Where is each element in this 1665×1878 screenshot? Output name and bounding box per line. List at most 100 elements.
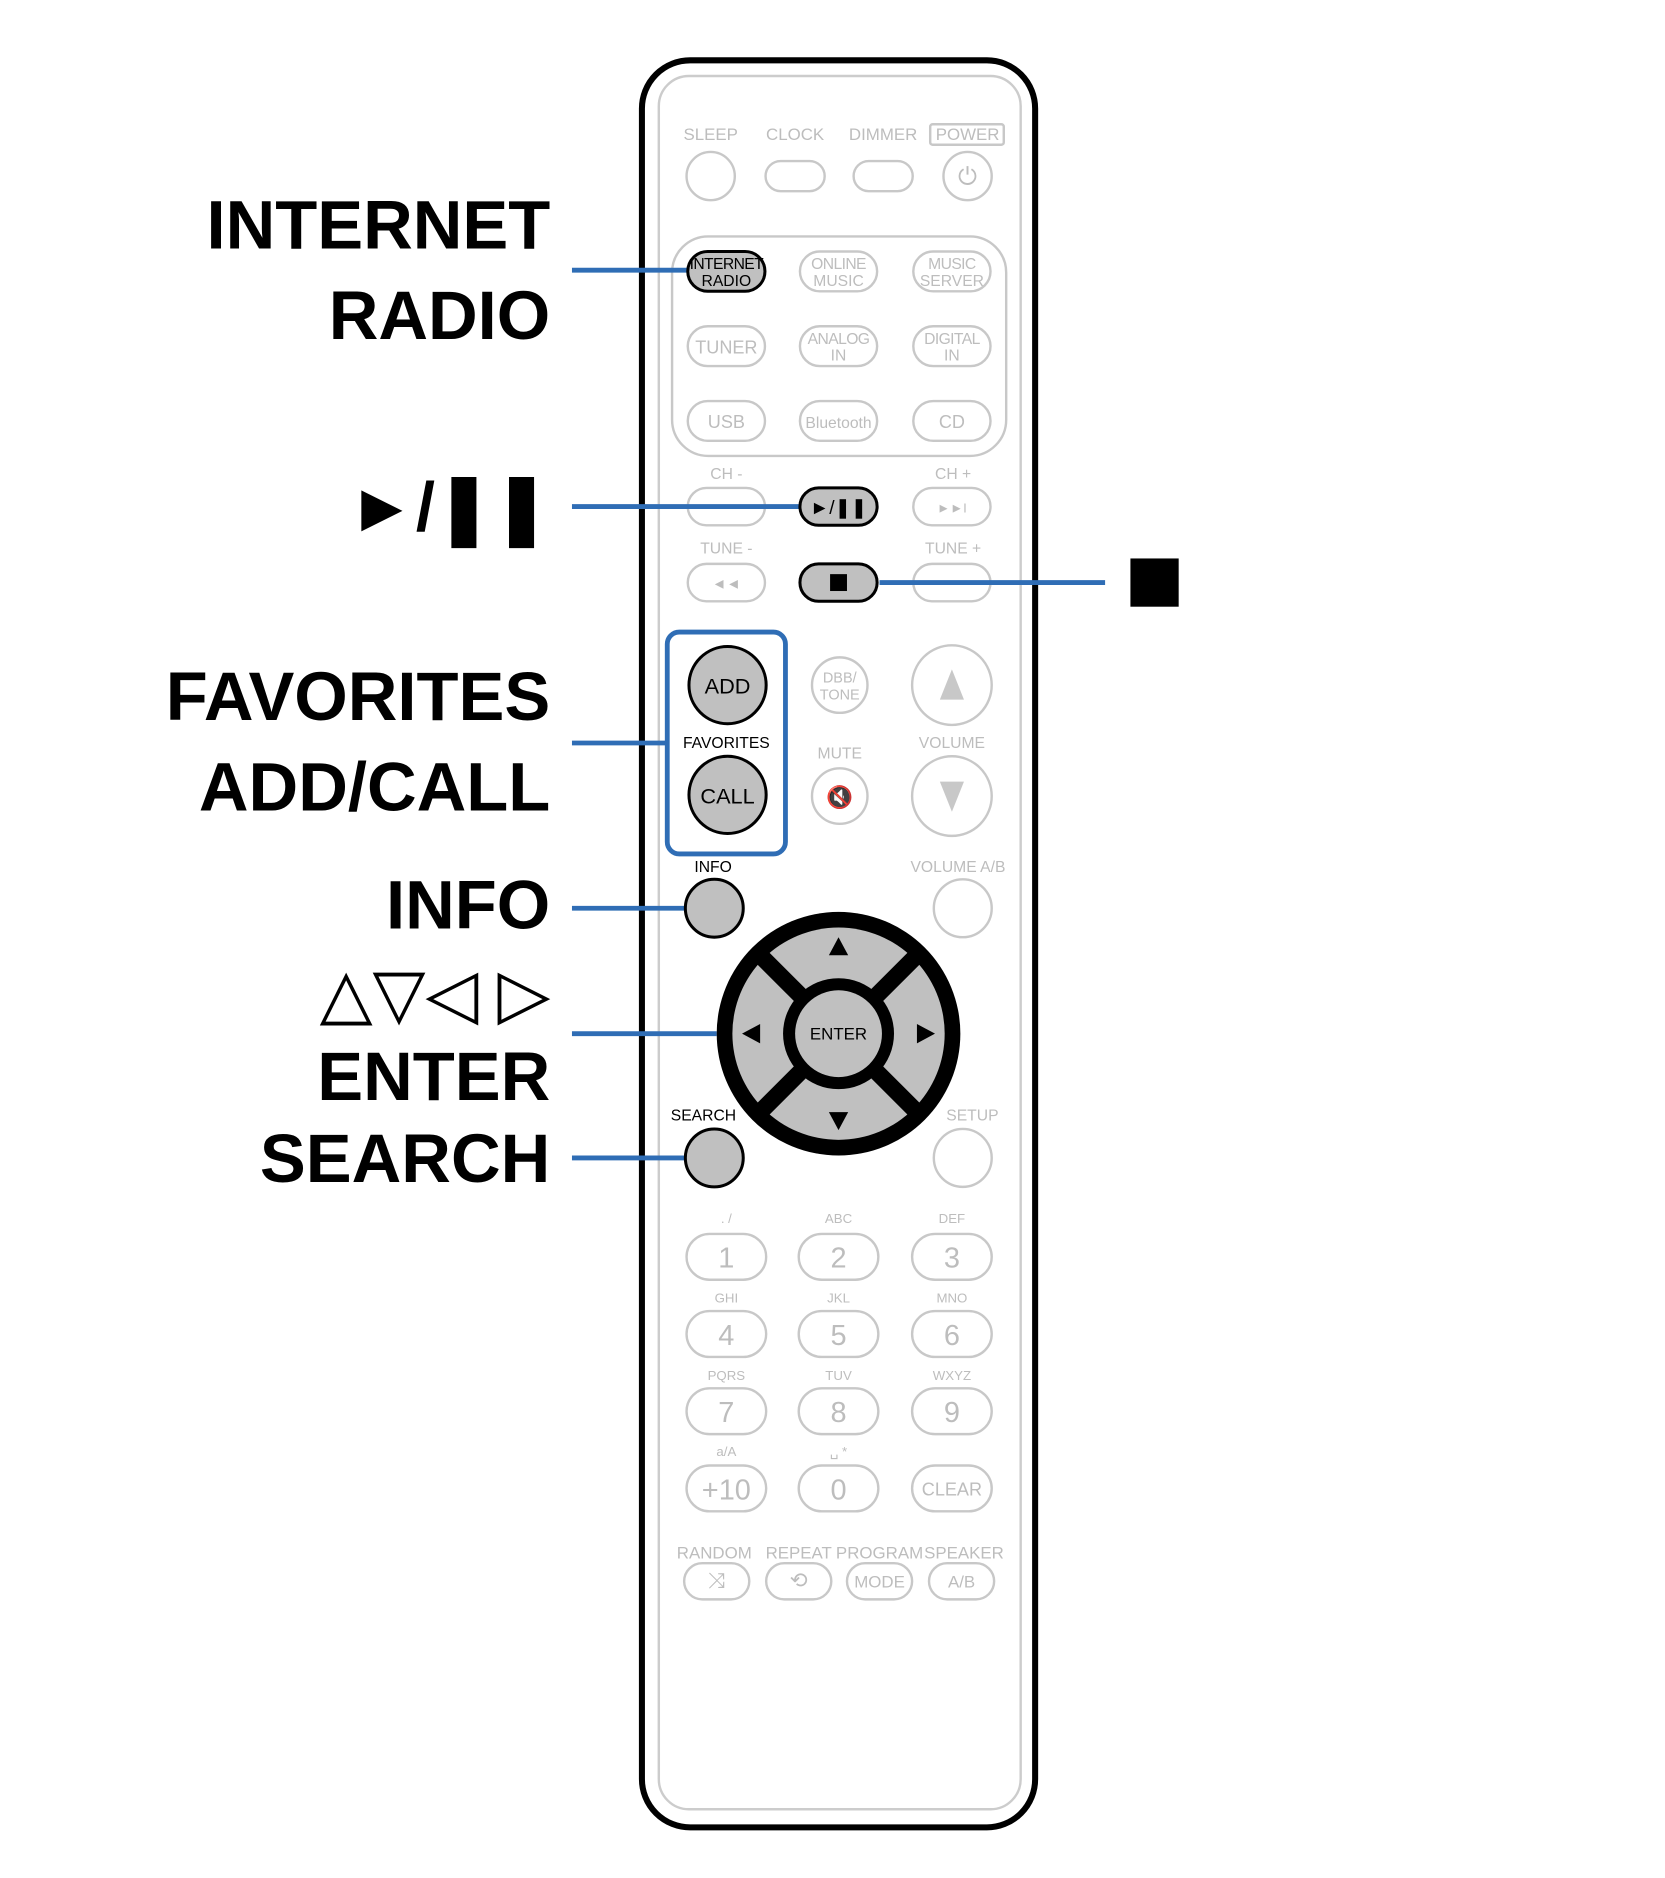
right-arrow-icon bbox=[916, 1024, 936, 1044]
numpad-sublabel: DEF bbox=[939, 1211, 966, 1226]
callout-stop-icon bbox=[1130, 558, 1179, 607]
ch-plus-label: CH + bbox=[935, 466, 971, 483]
source-button[interactable] bbox=[798, 325, 879, 368]
callout-internet: INTERNET bbox=[207, 186, 551, 263]
play-pause-button[interactable] bbox=[798, 486, 879, 527]
mute-button[interactable] bbox=[810, 767, 869, 826]
numpad-key-label: 9 bbox=[944, 1397, 960, 1429]
numpad-key-3[interactable] bbox=[910, 1232, 993, 1281]
callout-radio: RADIO bbox=[329, 277, 551, 354]
add-label: ADD bbox=[705, 674, 751, 699]
enter-button[interactable] bbox=[795, 990, 882, 1078]
bottom-button-1[interactable] bbox=[764, 1561, 833, 1601]
numpad-key-8[interactable] bbox=[797, 1387, 880, 1436]
volume-up-button[interactable] bbox=[910, 644, 993, 727]
volume-ab-button[interactable] bbox=[932, 878, 993, 939]
info-button[interactable] bbox=[683, 877, 745, 939]
ch-minus-label: CH - bbox=[710, 466, 742, 483]
source-button[interactable] bbox=[912, 399, 992, 443]
source-label: IN bbox=[831, 348, 847, 365]
numpad-key-label: 4 bbox=[718, 1320, 734, 1352]
bottom-key-label: ⟲ bbox=[790, 1567, 808, 1592]
skip-next-icon: ►►I bbox=[937, 501, 967, 516]
bottom-label: RANDOM bbox=[677, 1543, 752, 1562]
dimmer-button[interactable] bbox=[852, 159, 914, 193]
numpad-key-label: 1 bbox=[718, 1243, 734, 1275]
source-label: USB bbox=[708, 412, 745, 432]
favorites-add-button[interactable] bbox=[687, 644, 768, 726]
numpad-key-label: 2 bbox=[830, 1243, 846, 1275]
source-button[interactable] bbox=[912, 250, 992, 293]
numpad-key-6[interactable] bbox=[910, 1309, 993, 1359]
power-icon: ⏻ bbox=[958, 164, 977, 191]
setup-button[interactable] bbox=[932, 1127, 993, 1189]
call-label: CALL bbox=[700, 783, 754, 808]
setup-label: SETUP bbox=[946, 1108, 998, 1125]
remote-face bbox=[657, 74, 1022, 1811]
source-button[interactable] bbox=[798, 250, 879, 293]
numpad-key-2[interactable] bbox=[797, 1232, 880, 1281]
clock-button[interactable] bbox=[764, 159, 826, 193]
up-arrow-icon bbox=[828, 937, 849, 956]
numpad-key-label: +10 bbox=[702, 1474, 751, 1506]
numpad-key-label: 0 bbox=[830, 1474, 846, 1506]
callout-favorites: FAVORITES bbox=[166, 658, 551, 735]
source-button[interactable] bbox=[686, 249, 767, 293]
numpad-key-1[interactable] bbox=[685, 1232, 768, 1281]
label-sleep: SLEEP bbox=[683, 125, 737, 144]
numpad-sublabel: PQRS bbox=[708, 1368, 746, 1383]
tone-label: TONE bbox=[820, 688, 860, 704]
ch-plus-button[interactable] bbox=[912, 486, 992, 527]
source-button[interactable] bbox=[686, 325, 767, 368]
label-clock: CLOCK bbox=[766, 125, 825, 144]
bottom-label: PROGRAM bbox=[836, 1543, 923, 1562]
volume-down-button[interactable] bbox=[910, 755, 993, 838]
bottom-button-2[interactable] bbox=[845, 1561, 914, 1601]
tune-plus-label: TUNE + bbox=[925, 541, 981, 558]
source-button[interactable] bbox=[798, 399, 879, 443]
bottom-label: REPEAT bbox=[766, 1543, 832, 1562]
numpad-key-label: 6 bbox=[944, 1320, 960, 1352]
callout-search: SEARCH bbox=[260, 1120, 550, 1197]
numpad-key-0[interactable] bbox=[797, 1464, 880, 1513]
bottom-label: SPEAKER bbox=[924, 1543, 1004, 1562]
numpad-sublabel: JKL bbox=[827, 1291, 850, 1306]
numpad-key-9[interactable] bbox=[910, 1387, 993, 1436]
source-label: MUSIC bbox=[928, 256, 976, 273]
search-button[interactable] bbox=[683, 1127, 745, 1189]
numpad-key-CLEAR[interactable] bbox=[910, 1464, 993, 1513]
numpad-key-label: CLEAR bbox=[922, 1480, 982, 1500]
dbb-label: DBB/ bbox=[823, 671, 858, 687]
stop-icon bbox=[830, 574, 847, 592]
power-button[interactable] bbox=[942, 150, 993, 202]
bottom-key-label: A/B bbox=[948, 1572, 975, 1591]
volume-up-icon bbox=[939, 669, 964, 700]
volume-ab-label: VOLUME A/B bbox=[910, 859, 1005, 876]
source-button[interactable] bbox=[686, 399, 767, 443]
bottom-button-3[interactable] bbox=[927, 1561, 996, 1601]
numpad-key-+10[interactable] bbox=[685, 1464, 768, 1513]
favorites-call-button[interactable] bbox=[687, 754, 768, 835]
sleep-button[interactable] bbox=[685, 150, 737, 202]
source-label: IN bbox=[944, 348, 960, 365]
numpad-key-4[interactable] bbox=[685, 1309, 768, 1359]
numpad-key-7[interactable] bbox=[685, 1387, 768, 1436]
bottom-key-label: MODE bbox=[854, 1572, 905, 1591]
rewind-icon: ◄◄ bbox=[712, 577, 741, 593]
bottom-button-0[interactable] bbox=[682, 1561, 751, 1601]
source-label: DIGITAL bbox=[924, 331, 980, 348]
numpad-sublabel: MNO bbox=[936, 1291, 967, 1306]
favorites-label: FAVORITES bbox=[683, 735, 770, 752]
source-button[interactable] bbox=[912, 325, 992, 368]
dbb-tone-button[interactable] bbox=[810, 656, 869, 715]
rewind-button[interactable] bbox=[686, 562, 767, 603]
source-label: TUNER bbox=[695, 337, 757, 357]
source-label: ONLINE bbox=[811, 256, 866, 273]
power-label-box bbox=[928, 123, 1005, 146]
numpad-sublabel: ␣ * bbox=[830, 1444, 847, 1459]
favorites-highlight-box bbox=[664, 629, 788, 857]
numpad-sublabel: WXYZ bbox=[933, 1368, 971, 1383]
numpad-key-5[interactable] bbox=[797, 1309, 880, 1359]
